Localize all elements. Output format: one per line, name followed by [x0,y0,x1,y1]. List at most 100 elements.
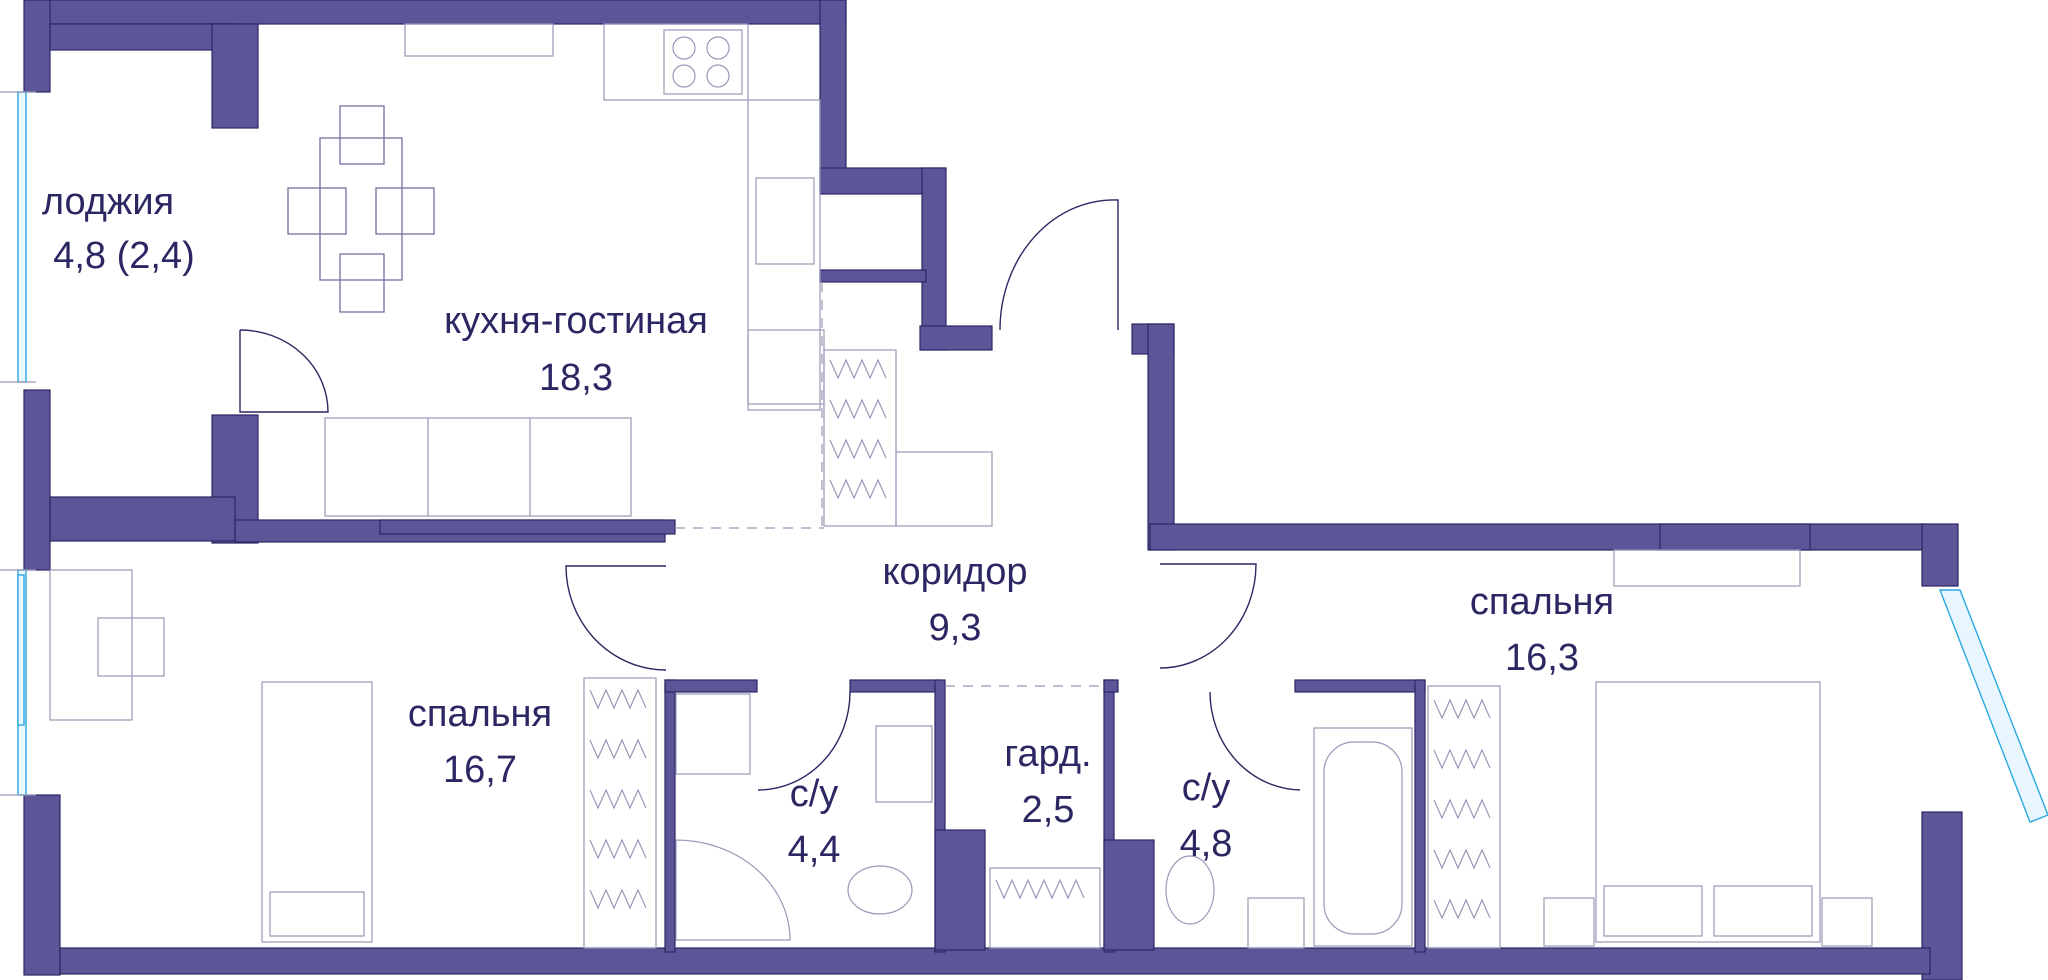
wall-right-1 [1921,523,1959,587]
stove-burner-1 [672,36,696,60]
wall-bottom [59,947,1931,975]
loggia-name: лоджия [42,181,174,223]
door-bedroom-left [565,565,667,671]
wall-left-2 [23,389,51,571]
wall-loggia-right-1 [211,23,259,129]
wall-kitchen-bottom-2 [379,519,676,535]
wall-shaft-bottom [919,325,993,351]
wall-bath-right-box [1103,839,1155,951]
chair-top [339,105,385,165]
dining-table [319,137,403,281]
wall-loggia-top [49,23,236,51]
toilet-right [1165,855,1215,925]
wardrobe-left-bedroom [583,677,657,949]
wall-bath-left-right [934,679,946,953]
wall-left-3 [23,794,61,976]
corridor-area: 9,3 [929,607,982,649]
fridge [747,329,825,405]
bed-left [261,681,373,943]
wall-ward-left-box [934,829,986,951]
wall-top [27,0,847,25]
hall-wardrobe-hangers [829,358,887,500]
desk [49,569,133,721]
bedroom-right-area: 16,3 [1505,637,1579,679]
furniture [49,23,1873,949]
wardrobe-right-bedroom [1427,685,1501,949]
wall-bath-left-top [664,679,758,693]
wall-loggia-bottom [49,496,236,542]
kitchen-counter-side [747,99,821,411]
wall-bath-left-top-2 [849,679,941,693]
bedroom-right-name: спальня [1470,581,1614,623]
chair-bottom [339,253,385,313]
walls [23,0,1963,980]
wall-left-1 [23,0,51,93]
wall-bath-left-left [664,679,676,953]
stove-burner-2 [706,36,730,60]
sink-right-bath [1247,897,1305,949]
door-bath-right [1209,691,1301,791]
nightstand-left [1543,897,1595,947]
tv-stand [1613,549,1801,587]
wall-bath-right-right [1294,679,1426,693]
wall-corridor-right-2 [1147,323,1175,551]
toilet-left [847,865,913,915]
door-bath-left [757,691,851,791]
gard-shelf [989,867,1101,949]
wall-kitchen-right [819,0,847,193]
bedroom-left-name: спальня [408,693,552,735]
kitchen-area: 18,3 [539,357,613,399]
door-entrance [999,199,1119,331]
washing-machine [675,693,751,775]
bath-right-name: с/у [1182,767,1231,809]
bath-left-name: с/у [790,773,839,815]
wardrobe-area: 2,5 [1022,789,1075,831]
chair-right [375,187,435,235]
wall-bedroom-right-top-2 [1659,523,1811,551]
chair-left [287,187,347,235]
sofa [324,417,632,517]
loggia-area: 4,8 (2,4) [53,235,195,277]
wall-bath-right-right-2 [1414,679,1426,953]
wall-shaft-inner [819,269,927,283]
kitchen-name: кухня-гостиная [444,300,708,342]
hall-wardrobe [823,349,897,527]
kitchen-shelf [404,23,554,57]
stove [663,29,743,95]
wardrobe-right-hangers [1433,698,1491,920]
sink-left-bath [875,725,933,803]
zone-boundaries [675,282,1104,687]
window-bedroom-left [17,574,25,726]
window-loggia-1 [17,91,27,383]
bed-right-pillow-1 [1603,885,1703,937]
bath-left-area: 4,4 [788,829,841,871]
bed-left-pillow [269,891,365,937]
kitchen-sink [755,177,815,265]
wall-bath-right-top [1103,679,1119,693]
gard-hangers [995,878,1085,900]
bathtub-inner [1323,741,1403,935]
bath-right-area: 4,8 [1180,823,1233,865]
desk-chair [97,617,165,677]
stove-burner-4 [706,64,730,88]
window-bay-right [1938,589,2048,823]
kitchen-counter [603,23,749,101]
bed-right-pillow-2 [1713,885,1813,937]
bedroom-left-area: 16,7 [443,749,517,791]
wall-shaft-right [921,167,947,351]
wardrobe-name: гард. [1004,733,1091,775]
shower-tray [675,839,791,941]
room-labels: лоджия 4,8 (2,4) кухня-гостиная 18,3 кор… [42,181,1614,871]
windows [0,91,2048,823]
wardrobe-left-hangers [589,688,647,910]
nightstand-right [1821,897,1873,947]
doors [239,199,1301,791]
shoe-cabinet [895,451,993,527]
door-bedroom-right [1159,563,1257,669]
stove-burner-3 [672,64,696,88]
corridor-name: коридор [883,551,1028,593]
bed-right [1595,681,1821,943]
door-loggia [239,329,329,413]
bathtub [1313,727,1413,947]
